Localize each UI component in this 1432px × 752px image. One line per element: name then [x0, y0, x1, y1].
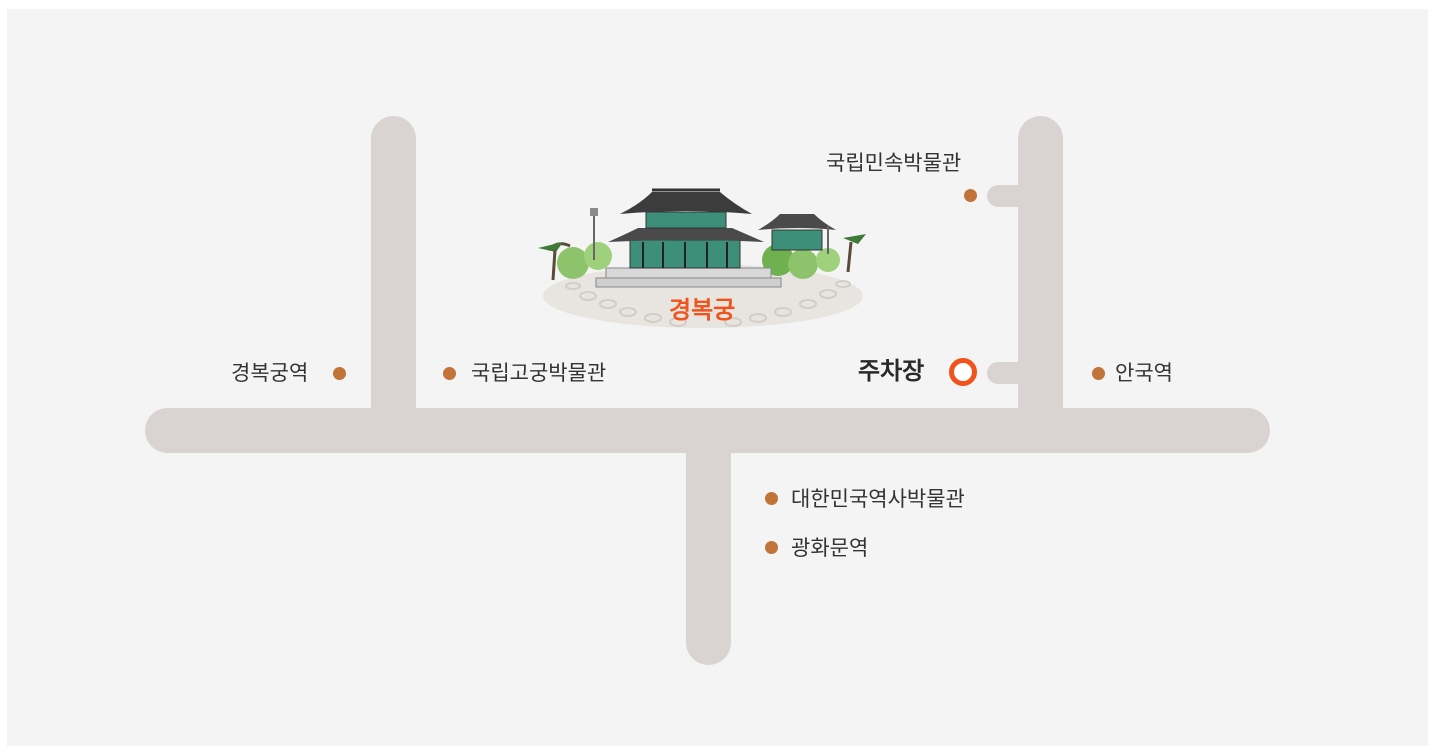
place-dot-gyeongbokgung-station[interactable] — [333, 367, 346, 380]
palace-illustration — [538, 188, 866, 328]
place-dot-folk-museum[interactable] — [964, 189, 977, 202]
road-spur-folk-museum — [987, 185, 1032, 207]
road-vertical-south — [686, 425, 731, 665]
road-vertical-west — [371, 116, 416, 436]
place-dot-history-museum[interactable] — [765, 492, 778, 505]
place-dot-anguk-station[interactable] — [1092, 367, 1105, 380]
road-vertical-east — [1018, 116, 1063, 436]
place-label-gwanghwamun-station: 광화문역 — [791, 536, 869, 560]
parking-marker[interactable] — [949, 358, 977, 386]
place-dot-gwanghwamun-station[interactable] — [765, 541, 778, 554]
road-spur-parking — [987, 362, 1032, 384]
palace-label: 경복궁 — [669, 296, 736, 324]
parking-label: 주차장 — [858, 357, 925, 385]
place-label-anguk-station: 안국역 — [1115, 361, 1173, 385]
place-label-folk-museum: 국립민속박물관 — [826, 151, 962, 175]
place-dot-palace-museum[interactable] — [443, 367, 456, 380]
place-label-palace-museum: 국립고궁박물관 — [471, 361, 607, 385]
place-label-history-museum: 대한민국역사박물관 — [791, 487, 965, 511]
place-label-gyeongbokgung-station: 경복궁역 — [231, 361, 309, 385]
